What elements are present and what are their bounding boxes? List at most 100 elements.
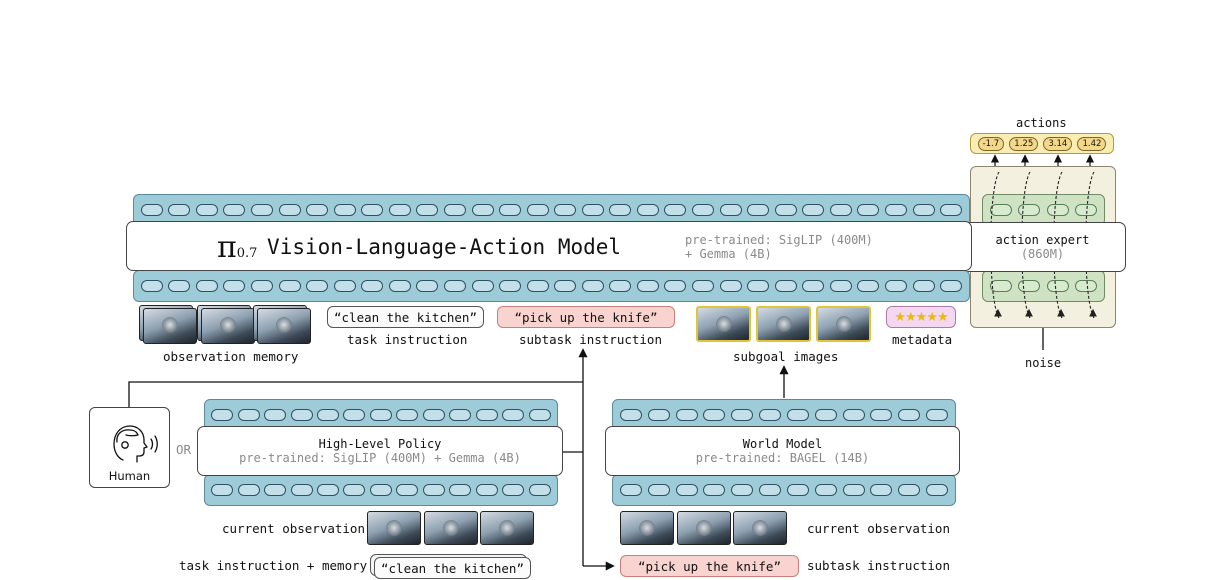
metadata-stars: ★★★★★ <box>886 306 956 328</box>
token-oval <box>416 204 439 216</box>
token-oval <box>317 409 340 421</box>
token-oval <box>251 280 274 292</box>
action-value: 1.25 <box>1009 136 1039 151</box>
token-oval <box>333 280 356 292</box>
token-oval <box>747 204 770 216</box>
action-value: 1.42 <box>1077 136 1107 151</box>
token-oval <box>237 484 260 496</box>
token-oval <box>528 409 551 421</box>
policy-task-memory-label: task instruction + memory <box>179 558 368 573</box>
token-oval <box>554 204 577 216</box>
token-oval <box>719 280 742 292</box>
token-oval <box>719 204 742 216</box>
star-icons: ★★★★★ <box>894 309 948 325</box>
token-oval <box>759 409 782 421</box>
token-oval <box>223 280 246 292</box>
token-oval <box>814 409 837 421</box>
token-oval <box>829 280 852 292</box>
subtask-instruction-pill: “pick up the knife” <box>497 306 675 328</box>
token-oval <box>774 204 797 216</box>
world-model-pretrained: pre-trained: BAGEL (14B) <box>695 451 870 465</box>
vla-top-token-band <box>133 194 970 226</box>
token-oval <box>361 280 384 292</box>
token-oval <box>912 204 935 216</box>
world-model-subtask-label: subtask instruction <box>807 558 950 573</box>
token-oval <box>223 204 246 216</box>
token-oval <box>526 280 549 292</box>
token-oval <box>554 280 577 292</box>
token-oval <box>502 409 525 421</box>
token-oval <box>619 409 642 421</box>
token-oval <box>333 204 356 216</box>
token-oval <box>449 484 472 496</box>
vla-pretrained: pre-trained: SigLIP (400M) + Gemma (4B) <box>685 233 873 261</box>
action-expert-title: action expert <box>995 233 1090 247</box>
token-oval <box>675 484 698 496</box>
vla-pretrained-line1: pre-trained: SigLIP (400M) <box>685 233 873 247</box>
token-oval <box>884 204 907 216</box>
token-oval <box>369 484 392 496</box>
token-oval <box>422 484 445 496</box>
action-expert-size: (860M) <box>1020 247 1065 261</box>
action-value: 3.14 <box>1043 136 1073 151</box>
token-oval <box>369 409 392 421</box>
token-oval <box>251 204 274 216</box>
policy-bottom-token-band <box>204 474 558 506</box>
token-oval <box>940 280 963 292</box>
token-oval <box>475 409 498 421</box>
token-oval <box>278 280 301 292</box>
token-oval <box>829 204 852 216</box>
token-oval <box>306 280 329 292</box>
token-oval <box>264 484 287 496</box>
token-oval <box>786 409 809 421</box>
token-oval <box>388 204 411 216</box>
vla-model-card: π0.7 Vision-Language-Action Model pre-tr… <box>126 221 972 271</box>
token-oval <box>343 409 366 421</box>
token-oval <box>731 484 754 496</box>
vla-pretrained-line2: + Gemma (4B) <box>685 247 772 261</box>
token-oval <box>581 204 604 216</box>
observation-memory-label: observation memory <box>163 349 299 364</box>
token-oval <box>842 484 865 496</box>
policy-task-pill: “clean the kitchen” <box>374 557 531 579</box>
token-oval <box>857 280 880 292</box>
human-label: Human <box>108 469 151 483</box>
token-oval <box>664 204 687 216</box>
token-oval <box>692 280 715 292</box>
token-oval <box>619 484 642 496</box>
token-oval <box>731 409 754 421</box>
pi-subscript: 0.7 <box>236 246 258 261</box>
task-instruction-label: task instruction <box>347 332 468 347</box>
token-oval <box>140 204 163 216</box>
human-to-subtask-connector <box>128 381 583 407</box>
token-oval <box>388 280 411 292</box>
token-oval <box>857 204 880 216</box>
token-oval <box>499 280 522 292</box>
token-oval <box>675 409 698 421</box>
token-oval <box>526 204 549 216</box>
token-oval <box>422 409 445 421</box>
token-oval <box>449 409 472 421</box>
action-expert-card: action expert (860M) <box>959 222 1126 272</box>
policy-pretrained: pre-trained: SigLIP (400M) + Gemma (4B) <box>239 451 521 465</box>
token-oval <box>926 409 949 421</box>
token-oval <box>264 409 287 421</box>
token-oval <box>774 280 797 292</box>
token-oval <box>664 280 687 292</box>
policy-title: High-Level Policy <box>318 437 442 451</box>
token-oval <box>475 484 498 496</box>
token-oval <box>898 484 921 496</box>
action-expert-top-tokens <box>982 194 1105 226</box>
token-oval <box>195 280 218 292</box>
token-oval <box>802 204 825 216</box>
token-oval <box>703 409 726 421</box>
human-box: Human <box>89 407 170 488</box>
token-oval <box>647 484 670 496</box>
world-model-title: World Model <box>742 437 823 451</box>
token-oval <box>940 204 963 216</box>
token-oval <box>396 409 419 421</box>
task-instruction-pill: “clean the kitchen” <box>327 306 484 328</box>
token-oval <box>237 409 260 421</box>
